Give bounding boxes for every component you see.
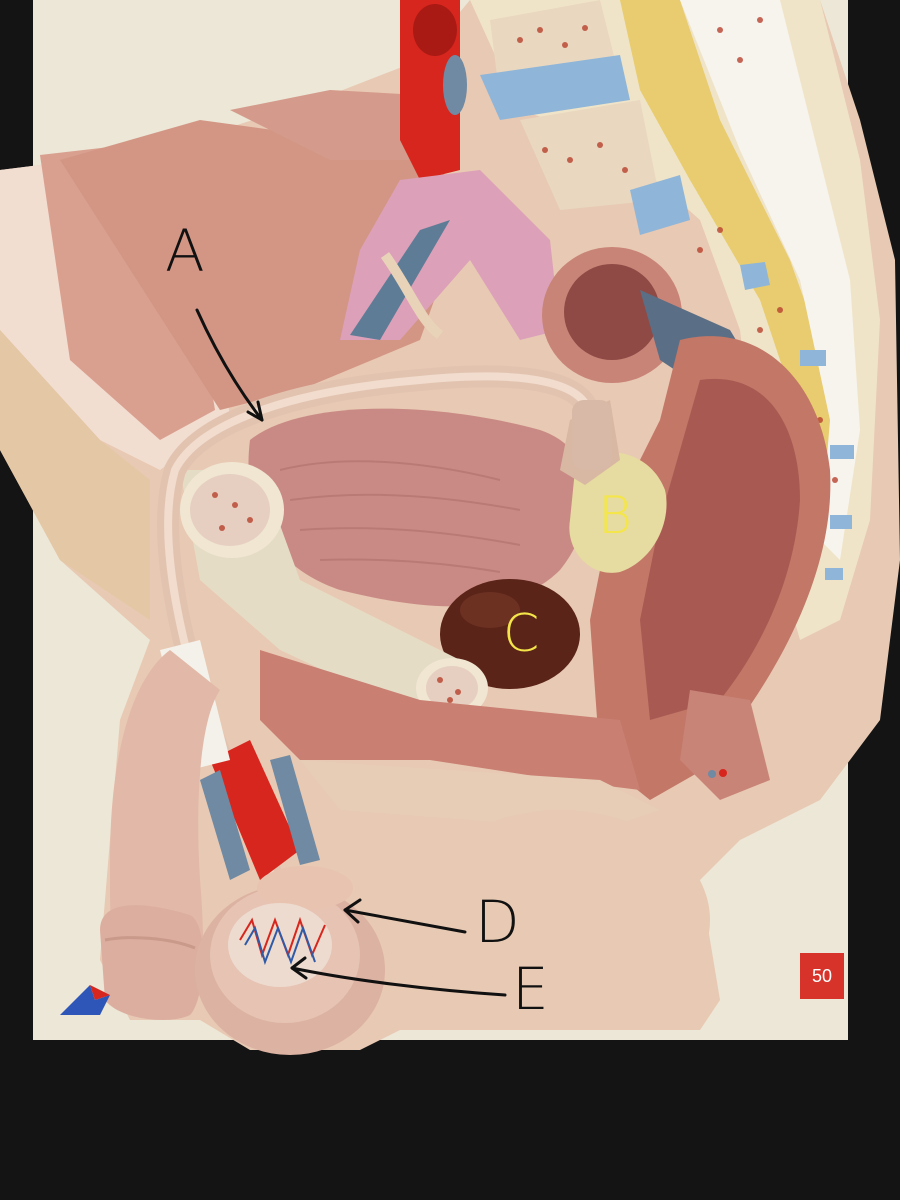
brand-logo <box>60 985 110 1015</box>
pubic-bone-marrow-bottom <box>426 666 478 710</box>
vertebra-2 <box>520 100 660 210</box>
anal-canal <box>680 690 770 800</box>
plate-number-badge: 50 <box>800 953 844 999</box>
anal-vein-dot <box>708 770 716 778</box>
intervertebral-disc-7 <box>825 568 843 580</box>
label-a: A <box>165 217 207 285</box>
arrow-a-head <box>246 400 264 422</box>
ureter <box>380 252 444 339</box>
brand-logo-red <box>90 985 110 1000</box>
spermatic-vein-2 <box>270 755 320 865</box>
label-d: D <box>475 888 522 956</box>
intervertebral-disc-1 <box>480 55 630 120</box>
peritoneum-top <box>230 90 440 160</box>
label-e: E <box>512 955 551 1023</box>
arrow-d <box>343 908 467 934</box>
pubic-bone-marrow-top <box>190 474 270 546</box>
perineal-muscles <box>260 650 640 790</box>
intervertebral-disc-4 <box>800 350 826 366</box>
vena-cava <box>443 55 467 115</box>
sigmoid-colon-lumen <box>564 264 660 360</box>
dura-white <box>680 0 860 560</box>
glans <box>100 905 204 1020</box>
label-b: B <box>598 486 635 546</box>
arrow-e-head <box>290 956 308 980</box>
intervertebral-disc-5 <box>830 445 854 459</box>
rectum-lumen <box>640 378 800 720</box>
label-c: C <box>503 604 542 664</box>
pubic-marrow-dots <box>212 492 461 703</box>
bladder-texture <box>279 460 521 573</box>
arrow-d-head <box>343 898 362 924</box>
annotation-arrows <box>195 308 507 997</box>
testis-vessels <box>239 916 326 966</box>
intervertebral-disc-6 <box>830 515 852 529</box>
fat-layer <box>0 330 150 620</box>
epididymis <box>257 866 353 910</box>
arrow-e <box>290 966 507 997</box>
prepuce-fold <box>104 936 196 950</box>
seminal-vesicle <box>569 452 667 573</box>
anal-artery-dot <box>719 769 727 777</box>
aorta-lumen <box>413 4 457 56</box>
arrow-a <box>195 308 264 422</box>
buttock-fold <box>410 810 710 1030</box>
spinal-cord <box>620 0 840 520</box>
spermatic-vein <box>200 770 250 880</box>
vas-deferens-cut <box>572 400 612 470</box>
prostate-highlight <box>460 592 520 628</box>
intervertebral-disc-3 <box>740 262 770 290</box>
urinary-bladder <box>248 408 588 607</box>
bone-marrow-dots <box>517 17 838 503</box>
spermatic-artery <box>210 740 300 880</box>
intervertebral-disc-2 <box>630 175 690 235</box>
